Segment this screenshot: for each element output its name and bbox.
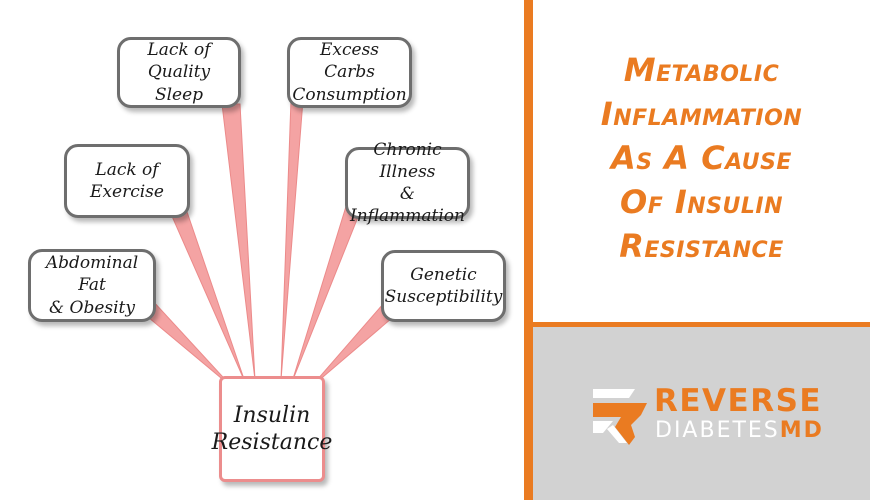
- title-line: Resistance: [619, 227, 784, 265]
- cause-node-fat: Abdominal Fat & Obesity: [28, 249, 156, 322]
- center-node-insulin-resistance: Insulin Resistance: [212, 376, 332, 482]
- connector-ray-carbs: [280, 99, 304, 381]
- title-panel: Metabolic Inflammation As A Cause Of Ins…: [533, 0, 870, 322]
- title-line: Of Insulin: [619, 183, 783, 221]
- brand-logo: REVERSE DIABETESMD: [591, 383, 831, 447]
- logo-text-top: REVERSE: [654, 383, 823, 419]
- vertical-divider: [524, 0, 533, 500]
- cause-node-exercise: Lack of Exercise: [64, 144, 190, 218]
- horizontal-divider: [533, 322, 870, 327]
- logo-text-diabetes: DIABETES: [655, 418, 780, 443]
- cause-node-chronic: Chronic Illness & Inflammation: [345, 140, 470, 226]
- cause-node-carbs: Excess Carbs Consumption: [287, 37, 412, 108]
- connector-ray-exercise: [170, 205, 246, 383]
- title-line: Metabolic: [623, 51, 780, 89]
- connector-ray-genetic: [309, 302, 393, 389]
- connector-ray-chronic: [291, 199, 361, 383]
- cause-node-sleep: Lack of Quality Sleep: [117, 37, 241, 108]
- logo-panel: REVERSE DIABETESMD: [533, 327, 870, 500]
- title-line: As A Cause: [611, 139, 792, 177]
- reverse-arrow-icon: [593, 389, 647, 445]
- cause-diagram: Lack of Quality Sleep Excess Carbs Consu…: [28, 37, 506, 482]
- title-line: Inflammation: [600, 95, 803, 133]
- page-title: Metabolic Inflammation As A Cause Of Ins…: [542, 48, 862, 268]
- logo-text-bottom: DIABETESMD: [655, 418, 824, 443]
- logo-text-md: MD: [779, 418, 824, 443]
- cause-node-genetic: Genetic Susceptibility: [381, 250, 506, 322]
